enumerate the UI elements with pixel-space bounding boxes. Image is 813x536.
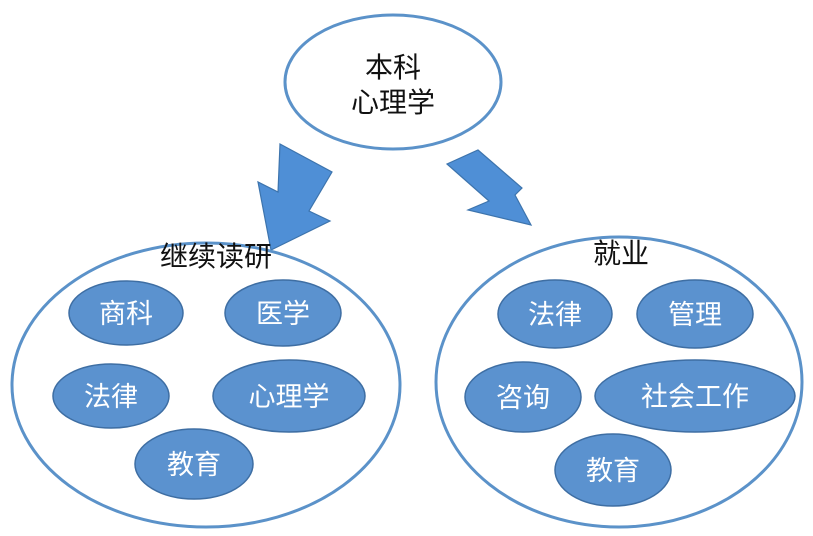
right-item-label: 管理: [668, 300, 722, 331]
left-group: 继续读研 商科 医学 法律 心理学 教育: [10, 240, 402, 529]
right-group: 就业 法律 管理 咨询 社会工作 教育: [434, 235, 804, 529]
left-item-xinlixue: 心理学: [212, 359, 366, 433]
left-item-ellipse: [68, 280, 184, 346]
right-item-label: 咨询: [496, 383, 550, 414]
right-group-title: 就业: [593, 237, 649, 270]
right-item-ellipse: [636, 279, 754, 349]
right-item-label: 教育: [586, 456, 640, 487]
left-item-label: 商科: [99, 299, 153, 330]
right-item-guanli: 管理: [636, 279, 754, 349]
arrow-right: [445, 149, 533, 226]
root-label-line1: 本科: [365, 51, 421, 84]
right-item-ellipse: [554, 433, 672, 507]
left-item-shangke: 商科: [68, 280, 184, 346]
right-item-ellipse: [464, 361, 582, 433]
left-item-ellipse: [134, 428, 254, 500]
left-item-falv: 法律: [52, 363, 170, 429]
root-label-line2: 心理学: [351, 86, 435, 119]
left-item-ellipse: [224, 279, 342, 347]
left-item-ellipse: [212, 359, 366, 433]
left-item-label: 教育: [167, 450, 221, 481]
right-item-falv: 法律: [497, 279, 613, 349]
left-item-label: 心理学: [249, 382, 330, 413]
right-item-jiaoyu: 教育: [554, 433, 672, 507]
left-item-jiaoyu: 教育: [134, 428, 254, 500]
right-item-ellipse: [594, 359, 796, 433]
left-group-title: 继续读研: [160, 240, 272, 273]
left-item-ellipse: [52, 363, 170, 429]
right-item-zixun: 咨询: [464, 361, 582, 433]
root-node: 本科 心理学: [283, 13, 503, 151]
root-ellipse: [283, 13, 503, 151]
right-item-ellipse: [497, 279, 613, 349]
right-item-label: 法律: [528, 300, 582, 331]
right-item-shehui-gongzuo: 社会工作: [594, 359, 796, 433]
arrow-left: [257, 143, 333, 251]
left-item-yixue: 医学: [224, 279, 342, 347]
left-item-label: 法律: [84, 382, 138, 413]
right-item-label: 社会工作: [641, 382, 749, 413]
arrows: [257, 143, 533, 251]
left-item-label: 医学: [256, 299, 310, 330]
